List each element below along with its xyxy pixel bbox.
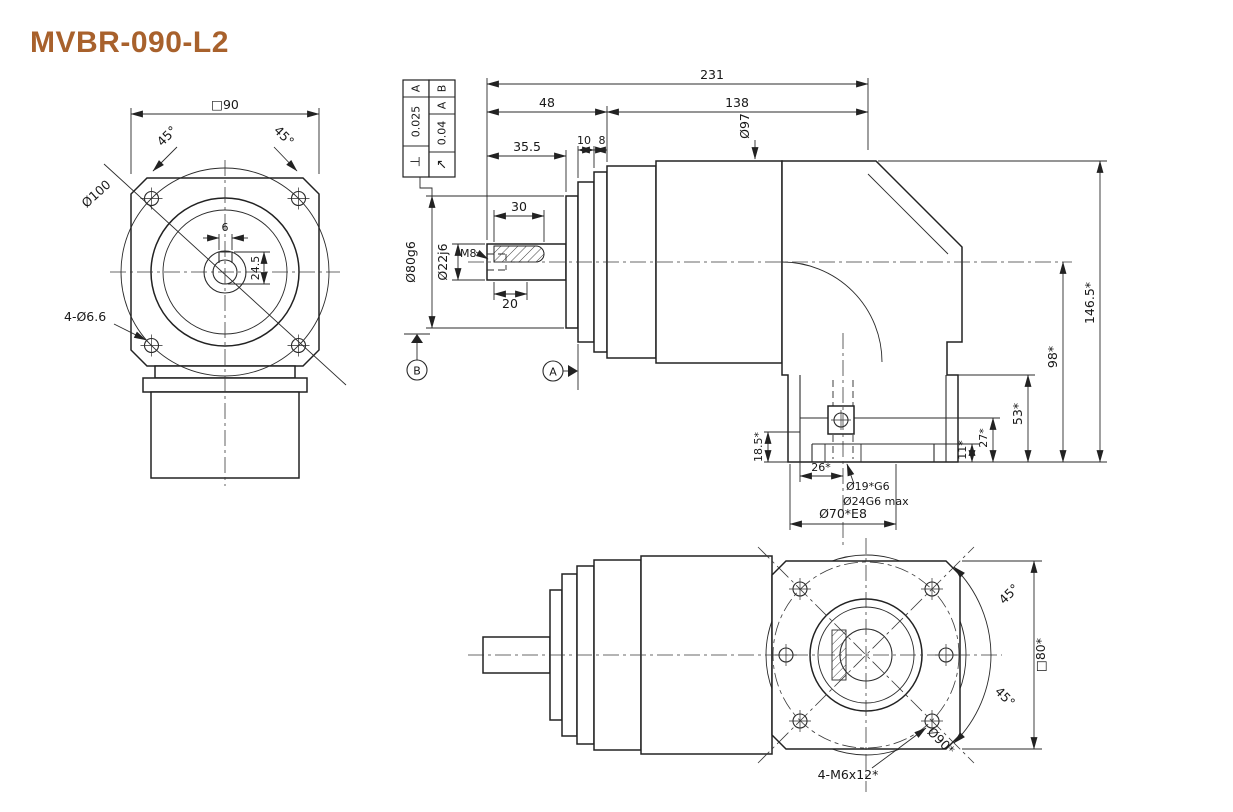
fcf-runout-dividers <box>429 96 455 153</box>
key-length-ext-lines <box>493 210 545 242</box>
front-angle-right-leader <box>273 146 298 172</box>
front-centerlines <box>110 160 340 486</box>
bore-leader <box>846 463 855 485</box>
dim-bottom-square: □80* <box>1033 638 1048 672</box>
dim-front-holes: 4-Ø6.6 <box>64 309 106 324</box>
dim-front-square: □90 <box>211 97 239 112</box>
fcf-runout-frame <box>428 79 456 178</box>
runout-symbol: ↗ <box>435 159 450 170</box>
fcf-perp-dividers <box>403 96 429 147</box>
shaft-tap-hole-hidden <box>487 253 507 271</box>
bottom-centerlines <box>468 538 1002 792</box>
dim-overall: 231 <box>700 67 724 82</box>
front-angle-left-leader <box>152 146 178 172</box>
head-inner-arc <box>781 261 883 363</box>
dim-body-dia: Ø97 <box>737 113 752 139</box>
bottom-input-shaft <box>482 636 551 674</box>
drawing-title: MVBR-090-L2 <box>30 26 229 59</box>
tap-leader <box>475 250 489 260</box>
datum-b-symbol: B <box>404 333 430 381</box>
dim-shaft-dia: Ø22j6 <box>435 243 450 280</box>
dim-10: 10 <box>577 134 591 147</box>
pilot-dia-ext-lines <box>426 195 564 329</box>
dim-off-left: 18.5* <box>752 432 765 462</box>
dim-front-length: 48 <box>539 95 555 110</box>
datum-a-circle <box>542 360 564 382</box>
dim-front-angle-left: 45° <box>154 123 180 149</box>
dim-key-length: 30 <box>511 199 527 214</box>
dim-bore: Ø19*G6 <box>846 480 890 493</box>
perpendicularity-symbol: ⊥ <box>409 156 424 167</box>
fcf-runout-value: 0.04 <box>436 121 449 146</box>
fcf-runout-datum-b: B <box>436 85 449 93</box>
bottom-view: □80* 45° 45° Ø90* 4-M6x12* <box>468 538 1048 792</box>
bottom-square-ext-lines <box>962 560 1042 750</box>
fcf-perpendicularity: A 0.025 ⊥ <box>402 79 430 178</box>
front-square-ext-lines <box>130 108 320 174</box>
fcf-runout: B A 0.04 ↗ <box>428 79 456 178</box>
front-view: □90 45° 45° Ø100 6 24.5 4-Ø6.6 <box>64 97 347 486</box>
datum-a-triangle <box>568 365 578 377</box>
dim-shaft-length: 35.5 <box>513 139 541 154</box>
datum-b-label: B <box>413 365 421 378</box>
dim-bottom-angle-top: 45° <box>996 581 1022 607</box>
dim-key-pos: 20 <box>502 296 518 311</box>
side-view: 231 48 138 35.5 10 8 30 20 Ø22j6 M8 Ø80 <box>402 67 1107 548</box>
dim-front-angle-right: 45° <box>271 123 297 149</box>
dim-h-flange: 27* <box>977 428 990 448</box>
front-keyway <box>218 251 233 263</box>
dim-bore-max: Ø24G6 max <box>843 495 909 508</box>
bottom-holes-leader <box>871 727 927 769</box>
dim-bottom-holes: 4-M6x12* <box>818 767 879 782</box>
fcf-runout-datum-a: A <box>436 101 449 109</box>
bottom-angle-top-arc <box>953 566 992 656</box>
dim-tap: M8 <box>460 247 477 260</box>
bolt-hole-crosshairs <box>140 187 310 357</box>
fcf-perp-frame <box>402 79 430 178</box>
dim-off-center: 26* <box>811 461 831 474</box>
front-holes-leader <box>113 323 147 341</box>
fcf-leader <box>419 177 433 196</box>
dim-h-total: 146.5* <box>1082 282 1097 324</box>
right-angle-head <box>781 160 963 463</box>
fcf-perp-datum: A <box>410 84 423 92</box>
front-corner-holes <box>140 187 310 357</box>
dim-h-axis: 98* <box>1045 346 1060 368</box>
output-counterbore-lines <box>824 444 862 462</box>
datum-a-symbol: A <box>542 344 579 390</box>
output-flange-lines <box>788 375 947 462</box>
dim-h-pilot: 11* <box>956 440 969 460</box>
bottom-diagonal-centerlines <box>757 546 975 764</box>
fcf-perp-value: 0.025 <box>410 106 423 138</box>
bottom-angle-bottom-arc <box>953 654 992 744</box>
dim-front-key-depth: 24.5 <box>249 256 262 281</box>
dim-body-length: 138 <box>725 95 749 110</box>
right-ext-lines <box>764 160 1107 530</box>
set-screw-crosshair <box>831 410 851 430</box>
datum-b-circle <box>406 359 428 381</box>
dim-front-bolt-circle: Ø100 <box>78 177 113 211</box>
dim-out-pilot: Ø70*E8 <box>819 506 867 521</box>
head-inner-chamfer <box>867 173 949 255</box>
dim-front-key-width: 6 <box>222 221 229 234</box>
dim-h-head: 53* <box>1010 403 1025 425</box>
dim-8: 8 <box>599 134 606 147</box>
datum-a-label: A <box>549 366 557 379</box>
dim-bottom-angle-bottom: 45° <box>992 684 1018 710</box>
dim-pilot-dia: Ø80g6 <box>403 241 418 283</box>
datum-b-triangle <box>411 334 423 343</box>
